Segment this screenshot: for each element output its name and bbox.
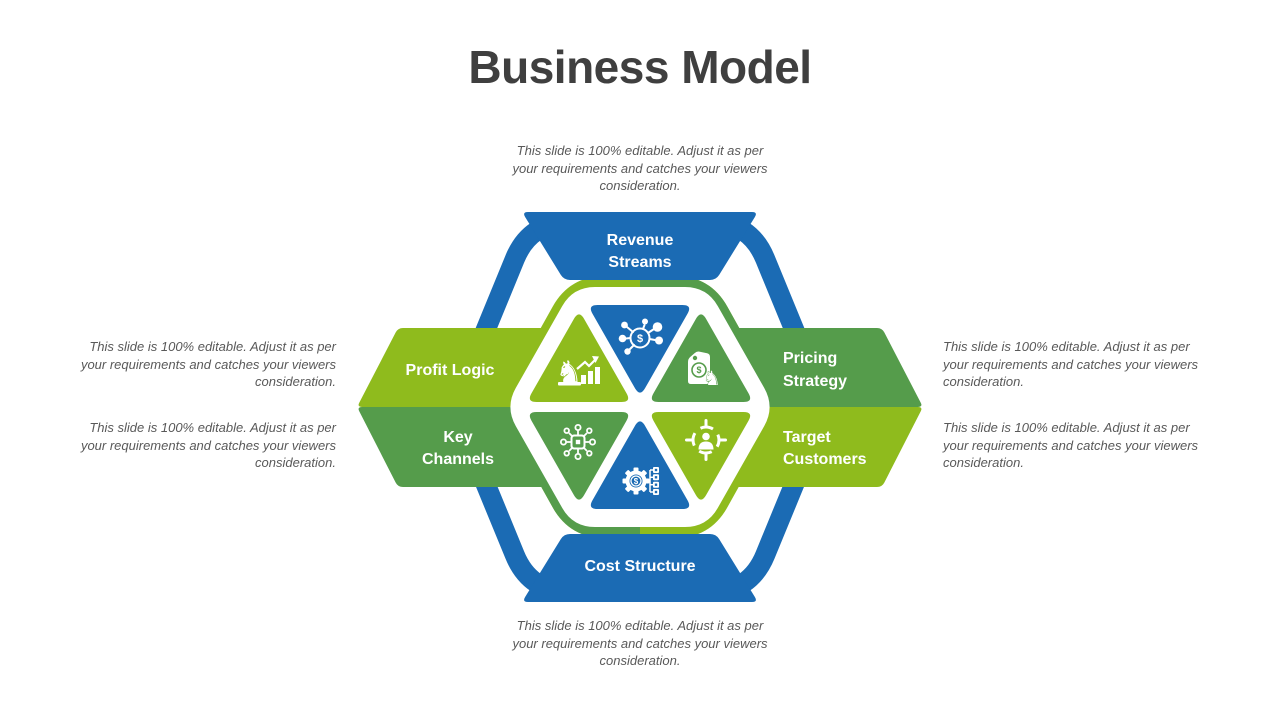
cost-structure-banner[interactable] — [524, 534, 756, 602]
page-title[interactable]: Business Model — [468, 41, 812, 93]
key-channels-label-1[interactable]: Key — [443, 429, 472, 446]
note-profit-logic[interactable]: This slide is 100% editable. Adjust it a… — [80, 339, 336, 389]
note-target-customers[interactable]: This slide is 100% editable. Adjust it a… — [943, 420, 1199, 470]
gear-dollar-checklist-icon: $ — [622, 467, 659, 495]
note-pricing-strategy[interactable]: This slide is 100% editable. Adjust it a… — [943, 339, 1199, 389]
pricing-strategy-label-2[interactable]: Strategy — [783, 373, 847, 390]
note-key-channels[interactable]: This slide is 100% editable. Adjust it a… — [80, 420, 336, 470]
svg-text:$: $ — [637, 333, 643, 345]
revenue-streams-triangle[interactable] — [590, 305, 690, 393]
dollar-network-icon: $ — [618, 318, 663, 355]
target-customers-label-2[interactable]: Customers — [783, 451, 867, 468]
svg-text:$: $ — [634, 477, 639, 486]
target-customers-label-1[interactable]: Target — [783, 429, 831, 446]
business-model-diagram: $ ♞ $ ♞ — [358, 212, 922, 602]
revenue-streams-label-2[interactable]: Streams — [608, 254, 671, 271]
cost-structure-label[interactable]: Cost Structure — [584, 558, 695, 575]
note-top[interactable]: This slide is 100% editable. Adjust it a… — [512, 143, 768, 193]
price-tag-knight-icon: $ ♞ — [688, 351, 721, 390]
revenue-streams-label-1[interactable]: Revenue — [607, 232, 674, 249]
note-bottom[interactable]: This slide is 100% editable. Adjust it a… — [512, 618, 768, 668]
profit-logic-triangle[interactable] — [529, 314, 629, 402]
target-user-icon — [685, 419, 727, 461]
svg-text:♞: ♞ — [703, 366, 721, 390]
pricing-strategy-label-1[interactable]: Pricing — [783, 350, 837, 367]
revenue-streams-banner[interactable] — [524, 212, 756, 280]
network-hub-icon — [559, 423, 596, 460]
target-customers-triangle[interactable] — [651, 412, 751, 500]
key-channels-label-2[interactable]: Channels — [422, 451, 494, 468]
key-channels-triangle[interactable] — [529, 412, 629, 500]
profit-logic-label[interactable]: Profit Logic — [406, 362, 495, 379]
svg-text:$: $ — [696, 365, 701, 375]
chess-knight-growth-icon: ♞ — [556, 355, 600, 390]
cost-structure-triangle[interactable] — [590, 421, 690, 509]
